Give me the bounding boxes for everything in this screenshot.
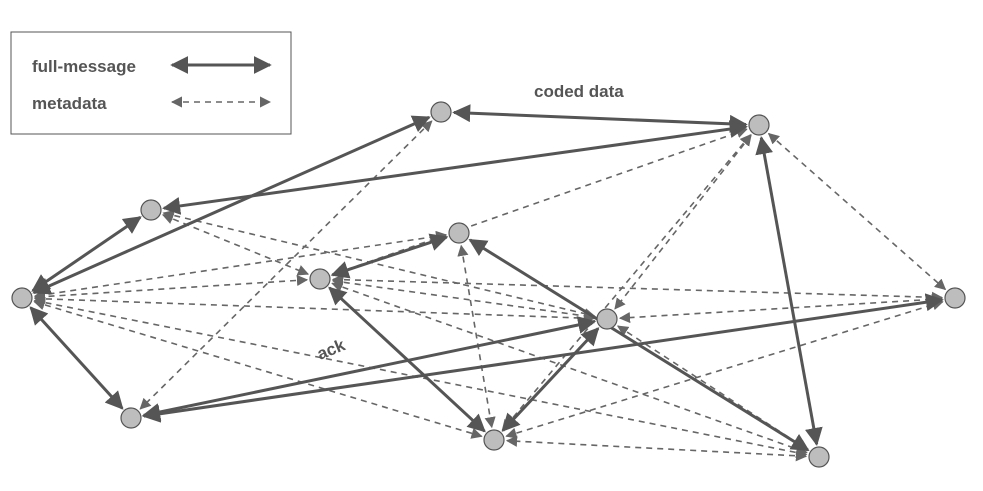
full-message-edge-a-b [452, 104, 748, 133]
node-g [596, 308, 618, 330]
full-message-edge-h-i [142, 293, 944, 423]
node-j [483, 429, 505, 451]
node-b [748, 114, 770, 136]
node-k [808, 446, 830, 468]
metadata-edge-e-h [331, 274, 944, 303]
metadata-edge-b-h [767, 132, 947, 291]
node-e [309, 268, 331, 290]
node-i [120, 407, 142, 429]
metadata-edges [29, 120, 947, 462]
node-f [11, 287, 33, 309]
metadata-edge-c-e [161, 213, 310, 276]
metadata-edge-e-k [331, 281, 808, 455]
full-message-edge-a-f [32, 115, 431, 295]
node-c [140, 199, 162, 221]
full-message-edge-b-k [755, 136, 823, 446]
metadata-edge-h-g [618, 293, 944, 324]
node-a [430, 101, 452, 123]
node-d [448, 222, 470, 244]
legend-metadata-label: metadata [32, 94, 107, 113]
coded-data-label: coded data [534, 82, 624, 101]
full-message-edges [29, 104, 944, 452]
nodes [11, 101, 966, 468]
metadata-edge-d-j [457, 244, 496, 429]
full-message-edge-g-j [501, 327, 600, 432]
metadata-edge-e-f [33, 274, 309, 303]
metadata-edge-k-j [505, 435, 808, 462]
metadata-edge-f-g [33, 293, 596, 324]
full-message-edge-f-i [29, 306, 124, 410]
legend-full-message-label: full-message [32, 57, 136, 76]
node-h [944, 287, 966, 309]
metadata-edge-b-g [614, 134, 752, 310]
metadata-edge-f-j [33, 299, 483, 439]
legend: full-message metadata [10, 31, 292, 135]
full-message-edge-d-e [330, 233, 449, 279]
legend-box [10, 31, 292, 135]
ack-label: ack [314, 335, 348, 363]
